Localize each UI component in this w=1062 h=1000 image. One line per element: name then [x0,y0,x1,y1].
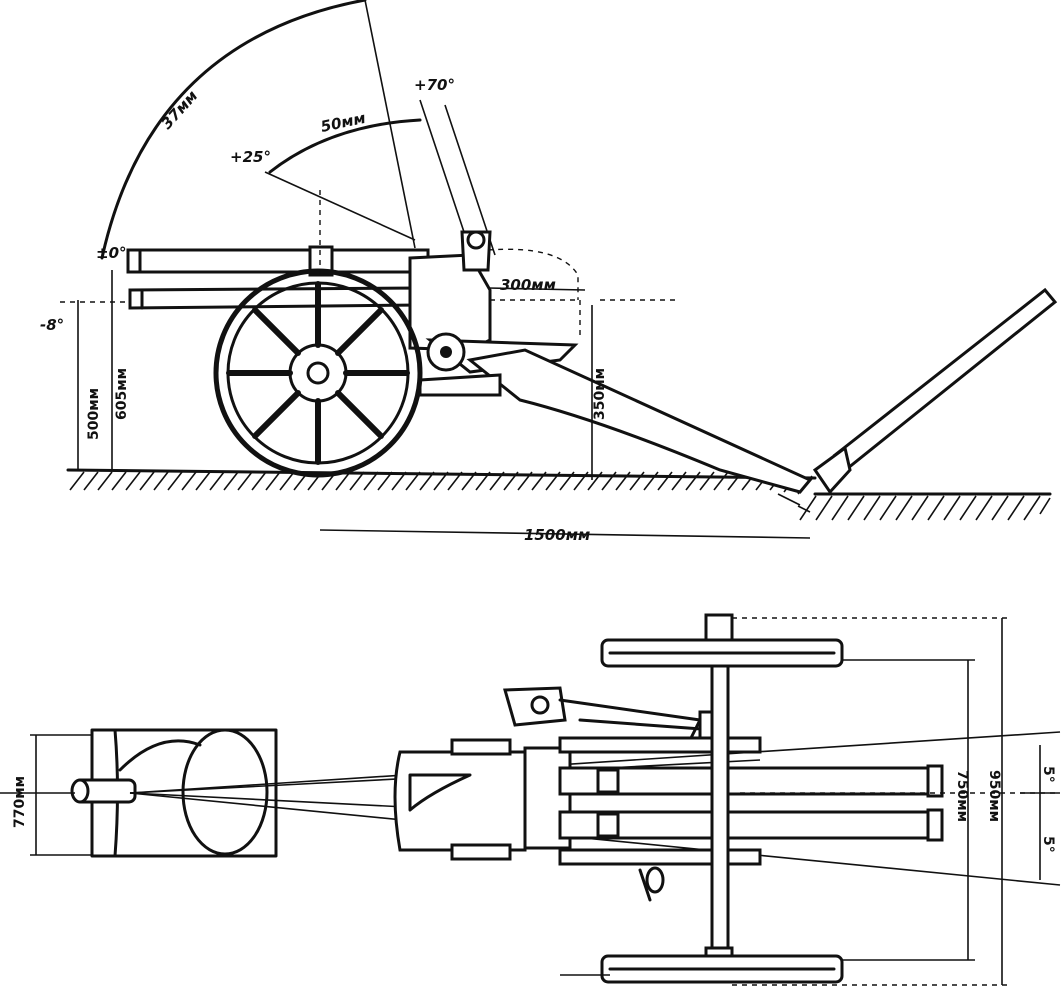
label-angle-neg: -8° [40,316,64,334]
label-angle-max: +70° [414,76,455,94]
wheel-top-lower [600,954,844,984]
label-arc-outer: 37мм [158,87,202,133]
trail-plate [0,728,278,858]
label-height-trail: 350мм [592,368,608,420]
carriage-body [408,230,813,494]
label-trail-length: 1500мм [524,526,590,544]
label-angle-mid: +25° [230,148,271,166]
top-view: 750мм 950мм 5° 5° 770мм [0,613,1061,986]
label-angle-zero: ±0° [96,244,127,262]
label-angle-down: 5° [1040,836,1056,853]
ground-hatching [69,471,1051,521]
top-labels: 750мм 950мм 5° 5° 770мм [12,766,1056,853]
barrels-top [558,764,944,842]
carriage-top [393,686,722,861]
wheel-top-upper [600,638,844,668]
label-recoil: 300мм [500,276,556,294]
label-width-inner: 750мм [954,770,970,822]
label-height-2: 605мм [114,368,130,420]
axle-assembly [558,613,762,982]
top-dimensions [560,617,1060,986]
label-width-outer: 950мм [986,770,1002,822]
side-dimensions [60,190,811,539]
label-angle-up: 5° [1040,766,1056,783]
label-base-width: 770мм [12,776,28,828]
label-height-1: 500мм [86,388,102,440]
elevation-arcs [100,0,496,281]
side-view: +70° +25° ±0° -8° 37мм 50мм 300мм 1500мм… [40,0,1058,544]
trail-handspike [812,287,1058,495]
barrel-zero [126,245,430,277]
ground [66,468,1052,521]
label-arc-inner: 50мм [319,109,367,136]
wheel-side [213,268,423,478]
